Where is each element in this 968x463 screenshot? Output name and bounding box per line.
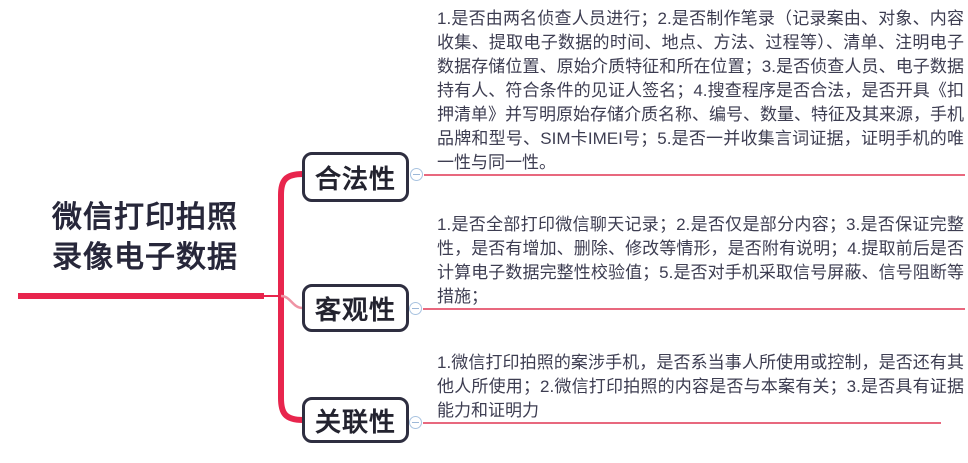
node-relevance-label: 关联性	[314, 406, 396, 437]
detail-text-objectivity: 1.是否全部打印微信聊天记录；2.是否仅是部分内容；3.是否保证完整性，是否有增…	[437, 213, 964, 309]
paragraph-line: 他人所使用；2.微信打印拍照的内容是否与本案有关；3.是否具有证据	[437, 377, 964, 396]
paragraph-line: 收集、提取电子数据的时间、地点、方法、过程等）、清单、注明电子	[437, 33, 964, 52]
node-relevance[interactable]: 关联性	[302, 397, 409, 443]
paragraph-line: 1.是否由两名侦查人员进行；2.是否制作笔录（记录案由、对象、内容	[437, 9, 964, 28]
root-title-line-1: 微信打印拍照	[52, 201, 238, 234]
paragraph-line: 押清单》并写明原始存储介质名称、编号、数量、特征及其来源，手机	[437, 105, 964, 124]
root-title-line-2: 录像电子数据	[52, 241, 238, 274]
collapse-toggle-icon[interactable]	[410, 168, 423, 181]
node-legality[interactable]: 合法性	[302, 152, 409, 202]
minus-icon	[413, 173, 420, 175]
paragraph-line: 持有人、符合条件的见证人签名；4.搜查程序是否合法，是否开具《扣	[437, 81, 964, 100]
root-node-title: 微信打印拍照 录像电子数据	[30, 198, 260, 278]
paragraph-line: 一性与同一性。	[437, 153, 556, 172]
paragraph-line: 措施；	[437, 287, 488, 306]
detail-text-relevance: 1.微信打印拍照的案涉手机，是否系当事人所使用或控制，是否还有其他人所使用；2.…	[437, 351, 964, 423]
paragraph-line: 1.是否全部打印微信聊天记录；2.是否仅是部分内容；3.是否保证完整	[437, 215, 964, 234]
minus-icon	[412, 307, 419, 309]
middle-branch-line	[280, 294, 304, 310]
detail-text-legality: 1.是否由两名侦查人员进行；2.是否制作笔录（记录案由、对象、内容收集、提取电子…	[437, 7, 964, 175]
paragraph-line: 品牌和型号、SIM卡IMEI号；5.是否一并收集言词证据，证明手机的唯	[437, 129, 964, 148]
node-legality-label: 合法性	[314, 163, 396, 194]
paragraph-line: 1.微信打印拍照的案涉手机，是否系当事人所使用或控制，是否还有其	[437, 353, 964, 372]
collapse-toggle-icon[interactable]	[409, 302, 422, 315]
node-objectivity-label: 客观性	[314, 294, 396, 325]
collapse-toggle-icon[interactable]	[409, 416, 422, 429]
minus-icon	[412, 421, 419, 423]
paragraph-line: 能力和证明力	[437, 401, 539, 420]
paragraph-line: 性，是否有增加、删除、修改等情形，是否附有说明；4.提取前后是否	[437, 239, 964, 258]
node-objectivity[interactable]: 客观性	[302, 284, 409, 332]
paragraph-line: 计算电子数据完整性校验值；5.是否对手机采取信号屏蔽、信号阻断等	[437, 263, 964, 282]
paragraph-line: 数据存储位置、原始介质特征和所在位置；3.是否侦查人员、电子数据	[437, 57, 964, 76]
